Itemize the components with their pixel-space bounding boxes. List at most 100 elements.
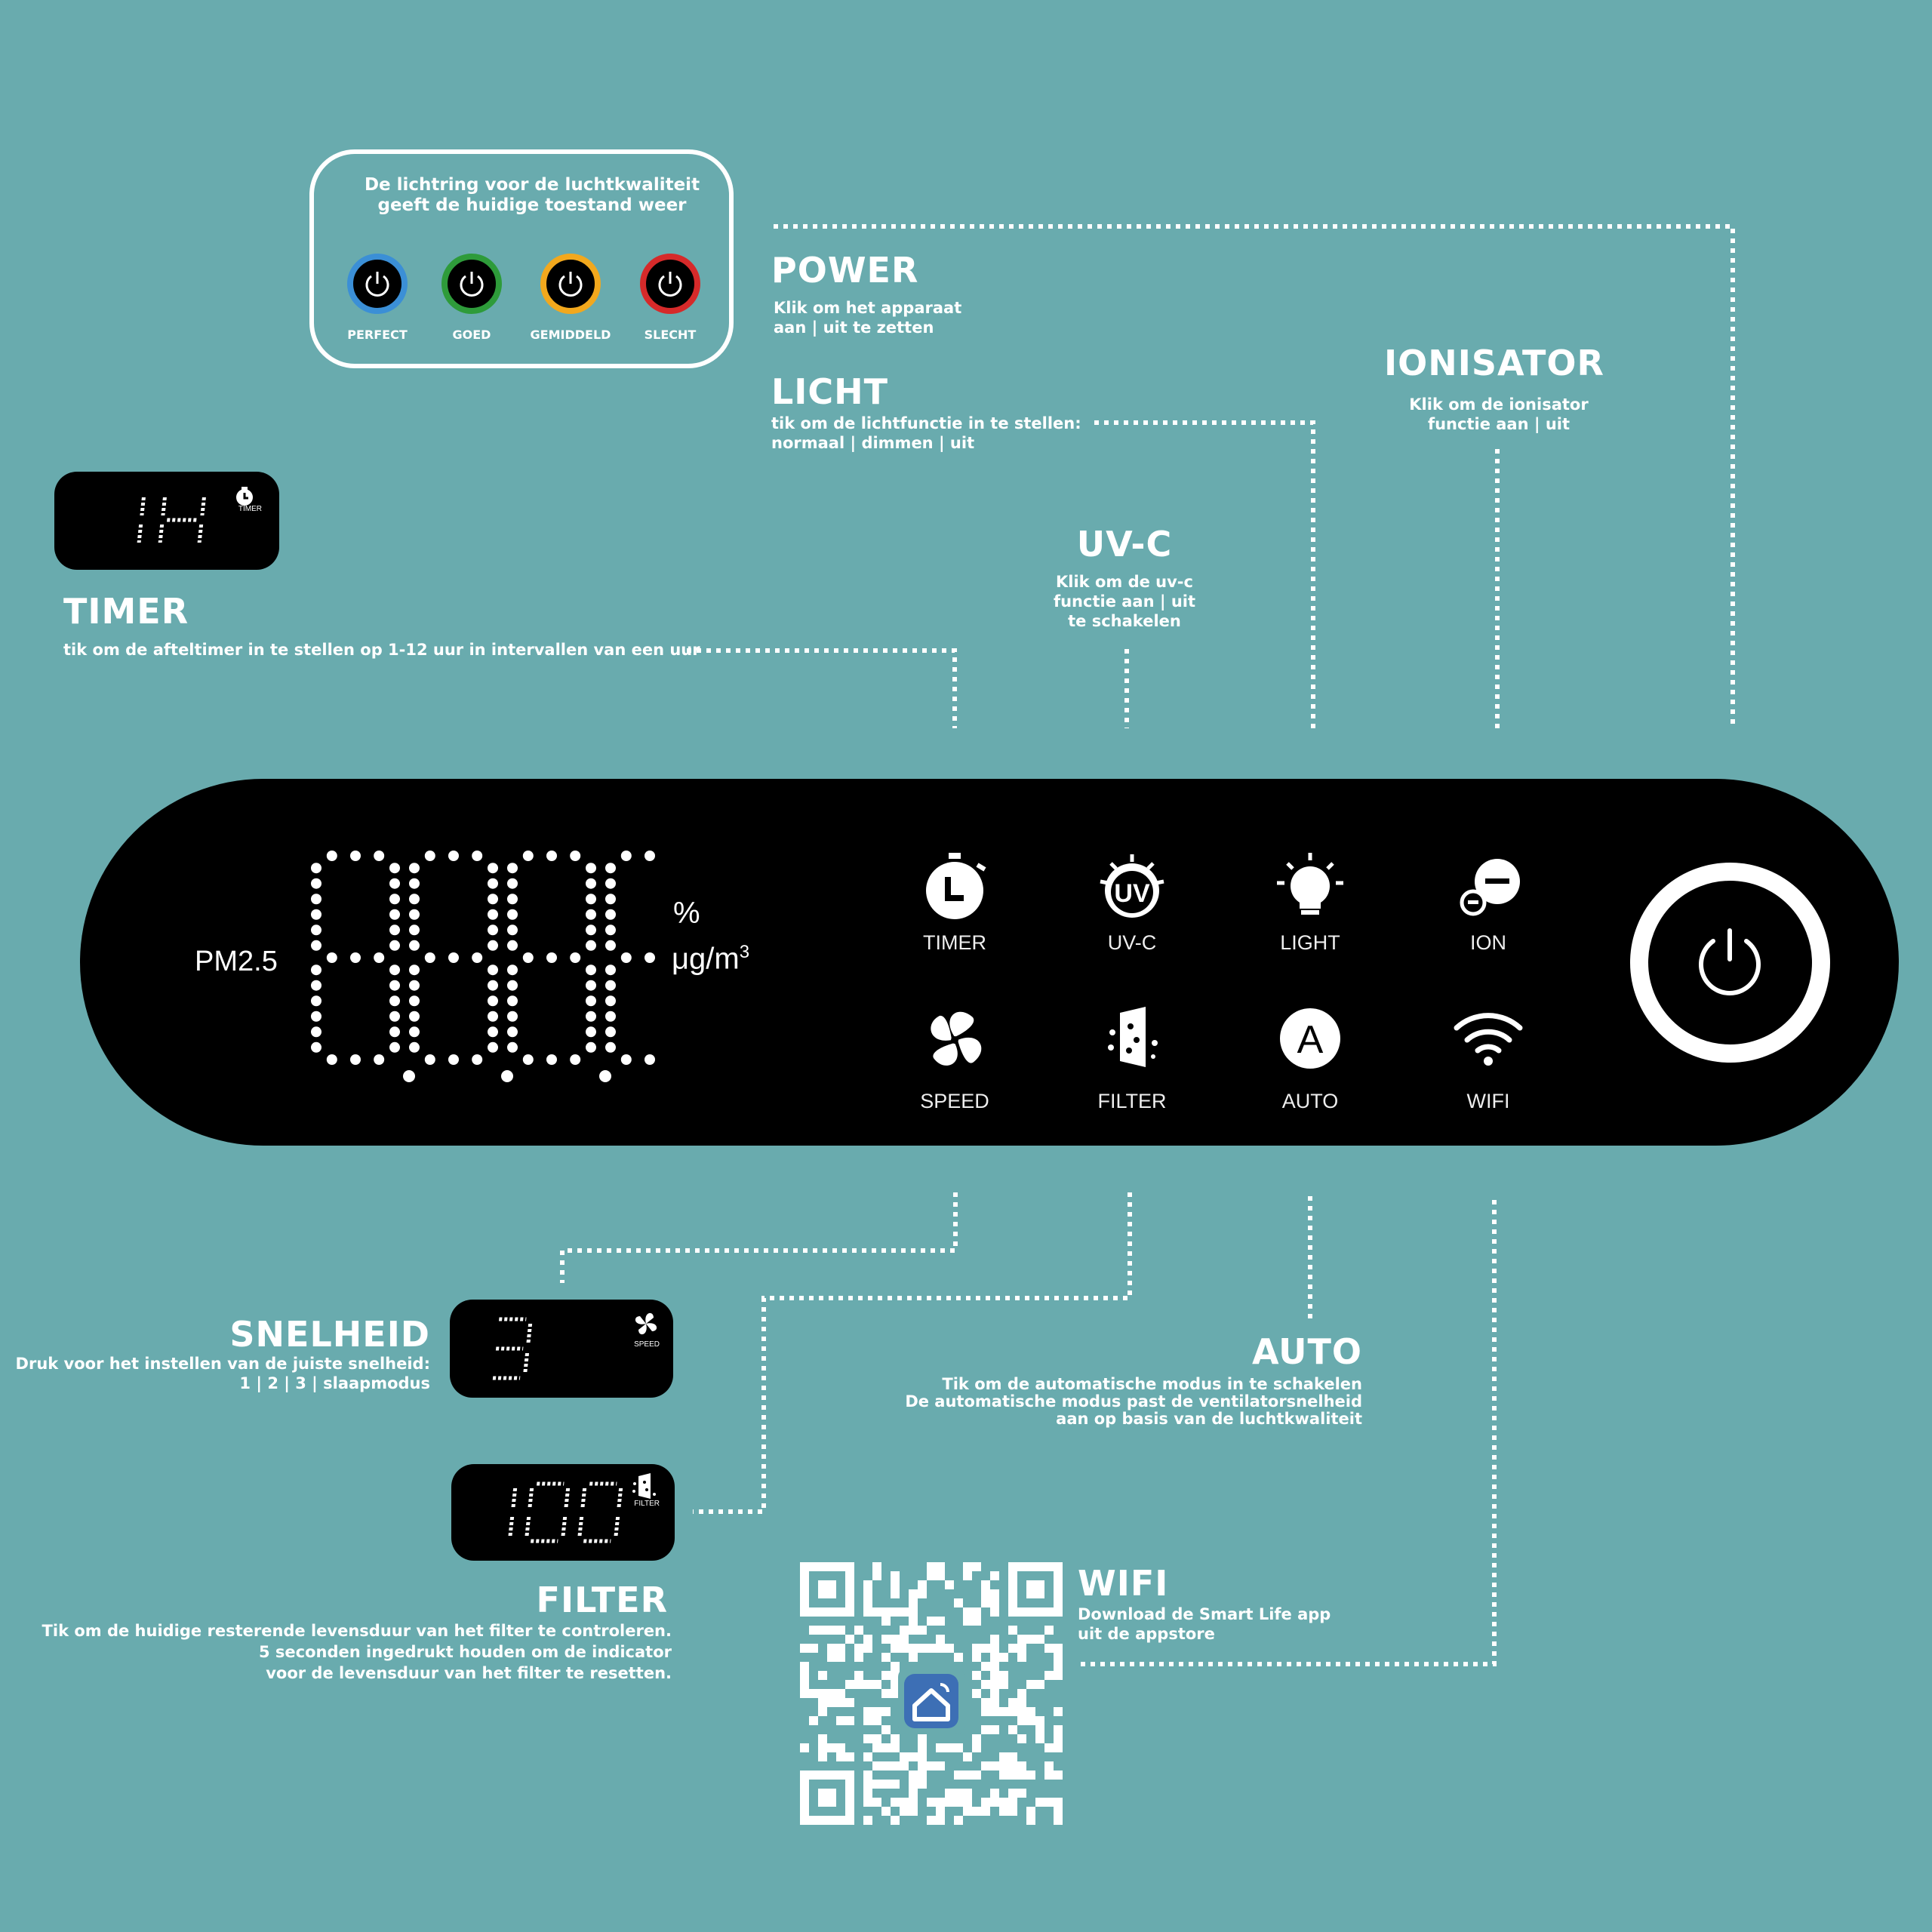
qr-module bbox=[936, 1816, 945, 1825]
filter-connector bbox=[693, 1192, 1132, 1514]
qr-module bbox=[990, 1789, 999, 1798]
qr-module bbox=[845, 1698, 854, 1707]
qr-module bbox=[863, 1707, 872, 1716]
qr-module bbox=[900, 1807, 909, 1816]
qr-module bbox=[872, 1798, 881, 1807]
qr-module bbox=[999, 1653, 1008, 1662]
ionisator-title: IONISATOR bbox=[1384, 343, 1604, 383]
qr-module bbox=[972, 1644, 981, 1653]
qr-module bbox=[936, 1644, 945, 1653]
qr-module bbox=[1017, 1761, 1026, 1770]
segment-dot bbox=[570, 952, 581, 963]
segment-dot bbox=[424, 1054, 435, 1065]
timer-desc: tik om de afteltimer in te stellen op 1-… bbox=[63, 641, 700, 659]
filter-mini-value bbox=[508, 1473, 656, 1543]
segment-dot bbox=[488, 980, 498, 991]
quality-ring-slecht bbox=[640, 254, 700, 314]
wifi-button[interactable]: WIFI bbox=[1466, 1090, 1510, 1112]
segment-dot bbox=[448, 952, 459, 963]
qr-module bbox=[818, 1671, 827, 1680]
licht-connector bbox=[1094, 420, 1315, 728]
quality-ring-goed bbox=[441, 254, 502, 314]
qr-module bbox=[1017, 1689, 1026, 1698]
qr-module bbox=[854, 1626, 863, 1635]
qr-module bbox=[1017, 1635, 1026, 1644]
qr-module bbox=[827, 1653, 836, 1662]
ion-button[interactable]: ION bbox=[1469, 931, 1506, 954]
qr-module bbox=[927, 1816, 936, 1825]
timer-button[interactable]: TIMER bbox=[923, 931, 986, 954]
segment-dot bbox=[488, 940, 498, 951]
qr-module bbox=[900, 1607, 909, 1617]
power-icon bbox=[460, 272, 484, 297]
uvc-button[interactable]: UV-C bbox=[1107, 931, 1157, 954]
qr-module bbox=[990, 1761, 999, 1770]
qr-module bbox=[918, 1734, 927, 1743]
ionisator-desc: Klik om de ionisator functie aan | uit bbox=[1409, 395, 1589, 433]
qr-module bbox=[863, 1589, 872, 1598]
qr-module bbox=[845, 1752, 854, 1761]
qr-module bbox=[1008, 1698, 1017, 1707]
pm-digit-display bbox=[311, 851, 655, 1082]
qr-module bbox=[981, 1662, 990, 1671]
qr-module bbox=[963, 1807, 972, 1816]
power-desc: Klik om het apparaat aan | uit te zetten bbox=[774, 299, 962, 337]
qr-code[interactable] bbox=[800, 1562, 1063, 1825]
qr-module bbox=[872, 1780, 881, 1789]
segment-dot bbox=[507, 924, 518, 936]
segment-dot bbox=[605, 1026, 616, 1038]
qr-module bbox=[800, 1689, 809, 1698]
segment-dot bbox=[605, 924, 616, 936]
qr-module bbox=[827, 1626, 836, 1635]
qr-module bbox=[945, 1789, 954, 1798]
segment-dot bbox=[488, 909, 498, 920]
segment-dot bbox=[424, 851, 435, 861]
qr-module bbox=[1054, 1653, 1063, 1662]
qr-module bbox=[909, 1626, 918, 1635]
qr-module bbox=[981, 1580, 990, 1589]
segment-dot bbox=[586, 940, 596, 951]
timer-mini-caption-label: TIMER bbox=[238, 505, 262, 513]
qr-module bbox=[981, 1707, 990, 1716]
qr-module bbox=[990, 1644, 999, 1653]
segment-dot bbox=[311, 909, 321, 920]
qr-module bbox=[990, 1589, 999, 1598]
qr-module bbox=[927, 1644, 936, 1653]
qr-module bbox=[981, 1598, 990, 1607]
segment-dot bbox=[389, 1026, 400, 1038]
qr-module bbox=[963, 1789, 972, 1798]
segment bbox=[197, 525, 204, 543]
unit-ugm3: μg/m3 bbox=[672, 942, 749, 976]
qr-module bbox=[872, 1761, 881, 1770]
qr-module bbox=[1054, 1816, 1063, 1825]
segment-dot bbox=[605, 940, 616, 951]
filter-icon bbox=[632, 1473, 656, 1499]
qr-module bbox=[981, 1798, 990, 1807]
auto-button[interactable]: AUTO bbox=[1281, 1090, 1339, 1112]
qr-module bbox=[818, 1752, 827, 1761]
qr-module bbox=[809, 1716, 818, 1725]
qr-module bbox=[863, 1770, 872, 1780]
uvc-icon: UV bbox=[1100, 854, 1164, 918]
segment-dot bbox=[605, 909, 616, 920]
qr-module bbox=[990, 1798, 999, 1807]
segment-dot bbox=[472, 952, 483, 963]
segment-dot bbox=[374, 851, 385, 861]
speed-button[interactable]: SPEED bbox=[920, 1090, 989, 1112]
qr-module bbox=[963, 1798, 972, 1807]
fan-icon bbox=[931, 1011, 982, 1066]
segment-dot bbox=[488, 1011, 498, 1022]
qr-module bbox=[1035, 1734, 1044, 1743]
qr-module bbox=[891, 1689, 900, 1698]
light-button[interactable]: LIGHT bbox=[1280, 931, 1340, 954]
qr-module bbox=[918, 1644, 927, 1653]
qr-module bbox=[909, 1589, 918, 1598]
licht-desc: tik om de lichtfunctie in te stellen: no… bbox=[771, 414, 1081, 452]
segment-dot bbox=[409, 894, 420, 905]
qr-module bbox=[963, 1617, 972, 1626]
power-button[interactable] bbox=[1630, 863, 1830, 1063]
segment-dot bbox=[311, 878, 321, 889]
segment bbox=[200, 497, 206, 515]
segment-dot bbox=[389, 909, 400, 920]
filter-button[interactable]: FILTER bbox=[1097, 1090, 1167, 1112]
